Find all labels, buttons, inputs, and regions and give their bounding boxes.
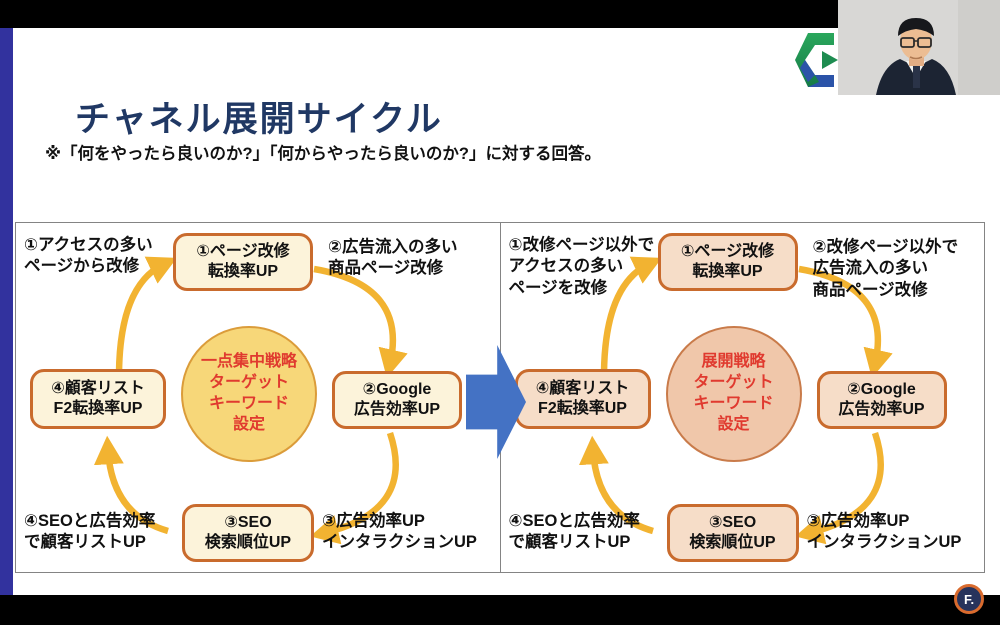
node-google-ads: ②Google 広告効率UP [332, 371, 462, 429]
strategy-circle-focus: 一点集中戦略 ターゲット キーワード 設定 [181, 326, 317, 462]
note-access-pages: ①改修ページ以外で アクセスの多い ページを改修 [508, 236, 655, 297]
watermark-f-logo: F. [954, 584, 984, 614]
node-seo-rank: ③SEO 検索順位UP [666, 504, 799, 562]
node-google-ads: ②Google 広告効率UP [816, 371, 947, 429]
node-customer-list: ④顧客リスト F2転換率UP [30, 369, 166, 429]
node-seo-rank: ③SEO 検索順位UP [182, 504, 314, 562]
presenter-video[interactable] [838, 0, 1000, 95]
note-ad-efficiency: ③広告効率UP インタラクションUP [806, 512, 962, 552]
note-access-pages: ①アクセスの多い ページから改修 [24, 236, 153, 276]
note-ad-inflow-pages: ②改修ページ以外で 広告流入の多い 商品ページ改修 [812, 238, 959, 299]
node-page-renovation: ①ページ改修 転換率UP [173, 233, 313, 291]
page-title: チャネル展開サイクル [75, 100, 443, 140]
page-subtitle: ※「何をやったら良いのか?」「何からやったら良いのか?」に対する回答。 [45, 145, 601, 163]
cycle-diagram: ①アクセスの多い ページから改修 ②広告流入の多い 商品ページ改修 ③広告効率U… [15, 222, 985, 573]
node-customer-list: ④顧客リスト F2転換率UP [514, 369, 651, 429]
note-seo-customer-list: ④SEOと広告効率 で顧客リストUP [508, 512, 640, 552]
strategy-circle-expansion: 展開戦略 ターゲット キーワード 設定 [665, 326, 802, 462]
slide-accent-bar [0, 28, 13, 595]
panel-focus-strategy: ①アクセスの多い ページから改修 ②広告流入の多い 商品ページ改修 ③広告効率U… [16, 223, 501, 572]
note-ad-inflow-pages: ②広告流入の多い 商品ページ改修 [328, 238, 458, 278]
presenter-avatar [838, 0, 1000, 95]
note-ad-efficiency: ③広告効率UP インタラクションUP [322, 512, 477, 552]
brand-logo-icon [792, 30, 852, 90]
panel-expansion-strategy: ①改修ページ以外で アクセスの多い ページを改修 ②改修ページ以外で 広告流入の… [501, 223, 985, 572]
node-page-renovation: ①ページ改修 転換率UP [657, 233, 798, 291]
note-seo-customer-list: ④SEOと広告効率 で顧客リストUP [24, 512, 156, 552]
